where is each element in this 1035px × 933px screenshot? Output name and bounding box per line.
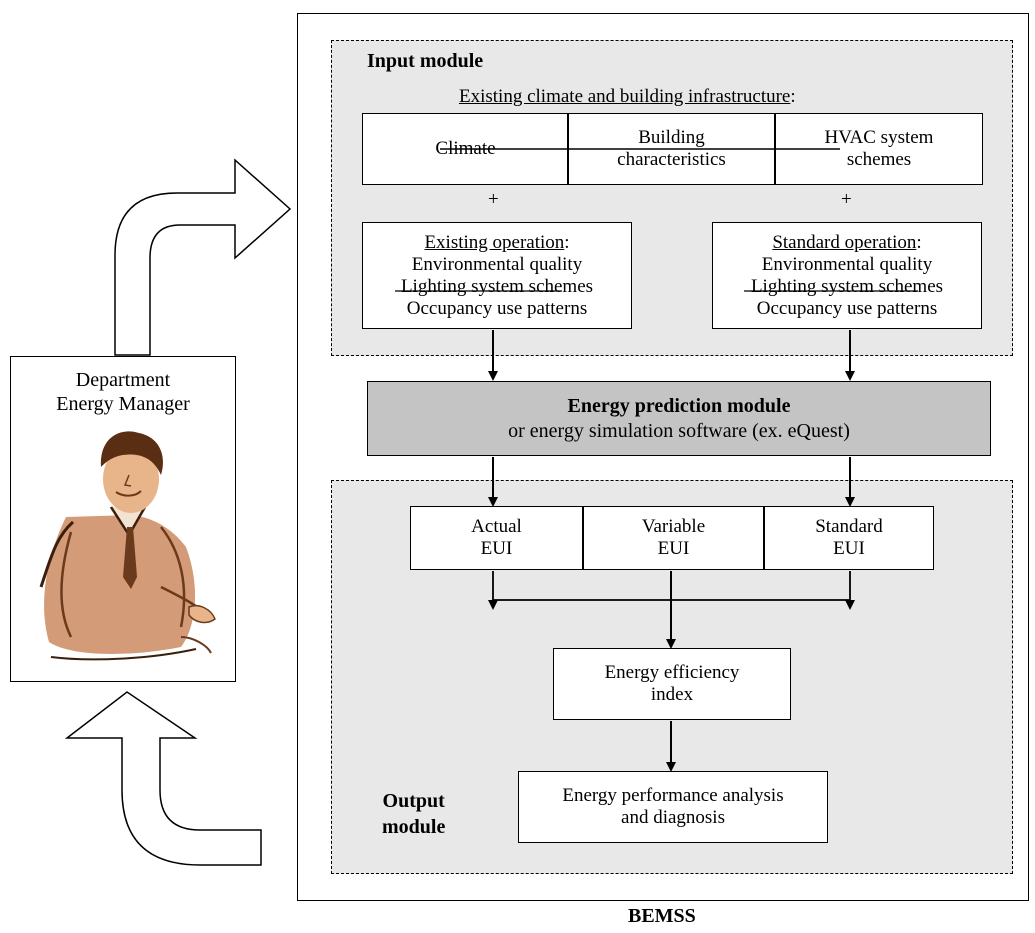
energy-performance-analysis-box: Energy performance analysis and diagnosi… bbox=[518, 771, 828, 843]
infrastructure-heading: Existing climate and building infrastruc… bbox=[459, 86, 796, 108]
eui-table: Actual EUI Variable EUI Standard EUI bbox=[410, 506, 934, 570]
manager-illustration bbox=[39, 431, 216, 661]
standard-operation-colon: : bbox=[916, 231, 922, 253]
plus-right: + bbox=[841, 189, 852, 210]
building-characteristics-cell: Building characteristics bbox=[569, 114, 774, 184]
energy-prediction-module: Energy prediction module or energy simul… bbox=[367, 381, 991, 456]
output-title-line1: Output bbox=[382, 790, 445, 812]
output-module-title: Output module bbox=[382, 788, 445, 840]
input-module-title: Input module bbox=[367, 50, 484, 72]
existing-operation-box: Existing operation: Environmental qualit… bbox=[362, 222, 632, 329]
standard-lighting: Lighting system schemes bbox=[750, 275, 944, 297]
characteristics-label: characteristics bbox=[617, 149, 726, 170]
infrastructure-table: Climate Building characteristics HVAC sy… bbox=[362, 113, 983, 185]
variable-label: Variable bbox=[641, 516, 706, 537]
department-energy-manager-box: Department Energy Manager bbox=[10, 356, 236, 682]
analysis-line1: Energy performance analysis bbox=[562, 785, 784, 806]
manager-line2: Energy Manager bbox=[56, 393, 190, 415]
analysis-line2: and diagnosis bbox=[621, 807, 725, 828]
eui-divider-1 bbox=[582, 507, 584, 569]
building-label: Building bbox=[638, 127, 705, 148]
standard-operation-heading-text: Standard operation bbox=[772, 231, 917, 253]
energy-efficiency-index-box: Energy efficiency index bbox=[553, 648, 791, 720]
variable-eui-label: EUI bbox=[657, 538, 690, 559]
hvac-label: HVAC system bbox=[824, 127, 934, 148]
standard-eui-label: EUI bbox=[833, 538, 865, 559]
standard-label: Standard bbox=[815, 516, 883, 537]
existing-env-quality: Environmental quality bbox=[411, 253, 583, 275]
output-title-line2: module bbox=[382, 816, 446, 838]
existing-operation-heading: Existing operation: bbox=[424, 232, 569, 254]
bemss-frame bbox=[297, 13, 1029, 901]
eui-divider-2 bbox=[763, 507, 765, 569]
bemss-to-manager-arrow bbox=[64, 691, 262, 866]
hvac-cell: HVAC system schemes bbox=[776, 114, 982, 184]
efficiency-line1: Energy efficiency bbox=[604, 662, 740, 683]
standard-occupancy: Occupancy use patterns bbox=[756, 297, 938, 319]
existing-operation-colon: : bbox=[564, 231, 570, 253]
variable-eui-cell: Variable EUI bbox=[584, 507, 763, 569]
bemss-label: BEMSS bbox=[628, 905, 696, 927]
climate-cell: Climate bbox=[363, 114, 568, 184]
existing-occupancy: Occupancy use patterns bbox=[406, 297, 588, 319]
standard-operation-heading: Standard operation: bbox=[772, 232, 921, 254]
prediction-subtitle: or energy simulation software (ex. eQues… bbox=[508, 419, 850, 442]
infrastructure-heading-text: Existing climate and building infrastruc… bbox=[459, 86, 791, 107]
plus-left: + bbox=[488, 189, 499, 210]
manager-to-bemss-arrow bbox=[114, 158, 292, 356]
prediction-title: Energy prediction module bbox=[567, 394, 791, 417]
standard-operation-box: Standard operation: Environmental qualit… bbox=[712, 222, 982, 329]
hvac-schemes-label: schemes bbox=[846, 149, 912, 170]
existing-lighting: Lighting system schemes bbox=[400, 275, 594, 297]
actual-eui-label: EUI bbox=[480, 538, 513, 559]
standard-env-quality: Environmental quality bbox=[761, 253, 933, 275]
standard-eui-cell: Standard EUI bbox=[765, 507, 933, 569]
efficiency-line2: index bbox=[650, 684, 694, 705]
infrastructure-heading-colon: : bbox=[790, 86, 796, 107]
existing-operation-heading-text: Existing operation bbox=[424, 231, 565, 253]
manager-line1: Department bbox=[75, 369, 171, 391]
actual-eui-cell: Actual EUI bbox=[411, 507, 582, 569]
climate-label: Climate bbox=[435, 138, 496, 159]
actual-label: Actual bbox=[471, 516, 522, 537]
